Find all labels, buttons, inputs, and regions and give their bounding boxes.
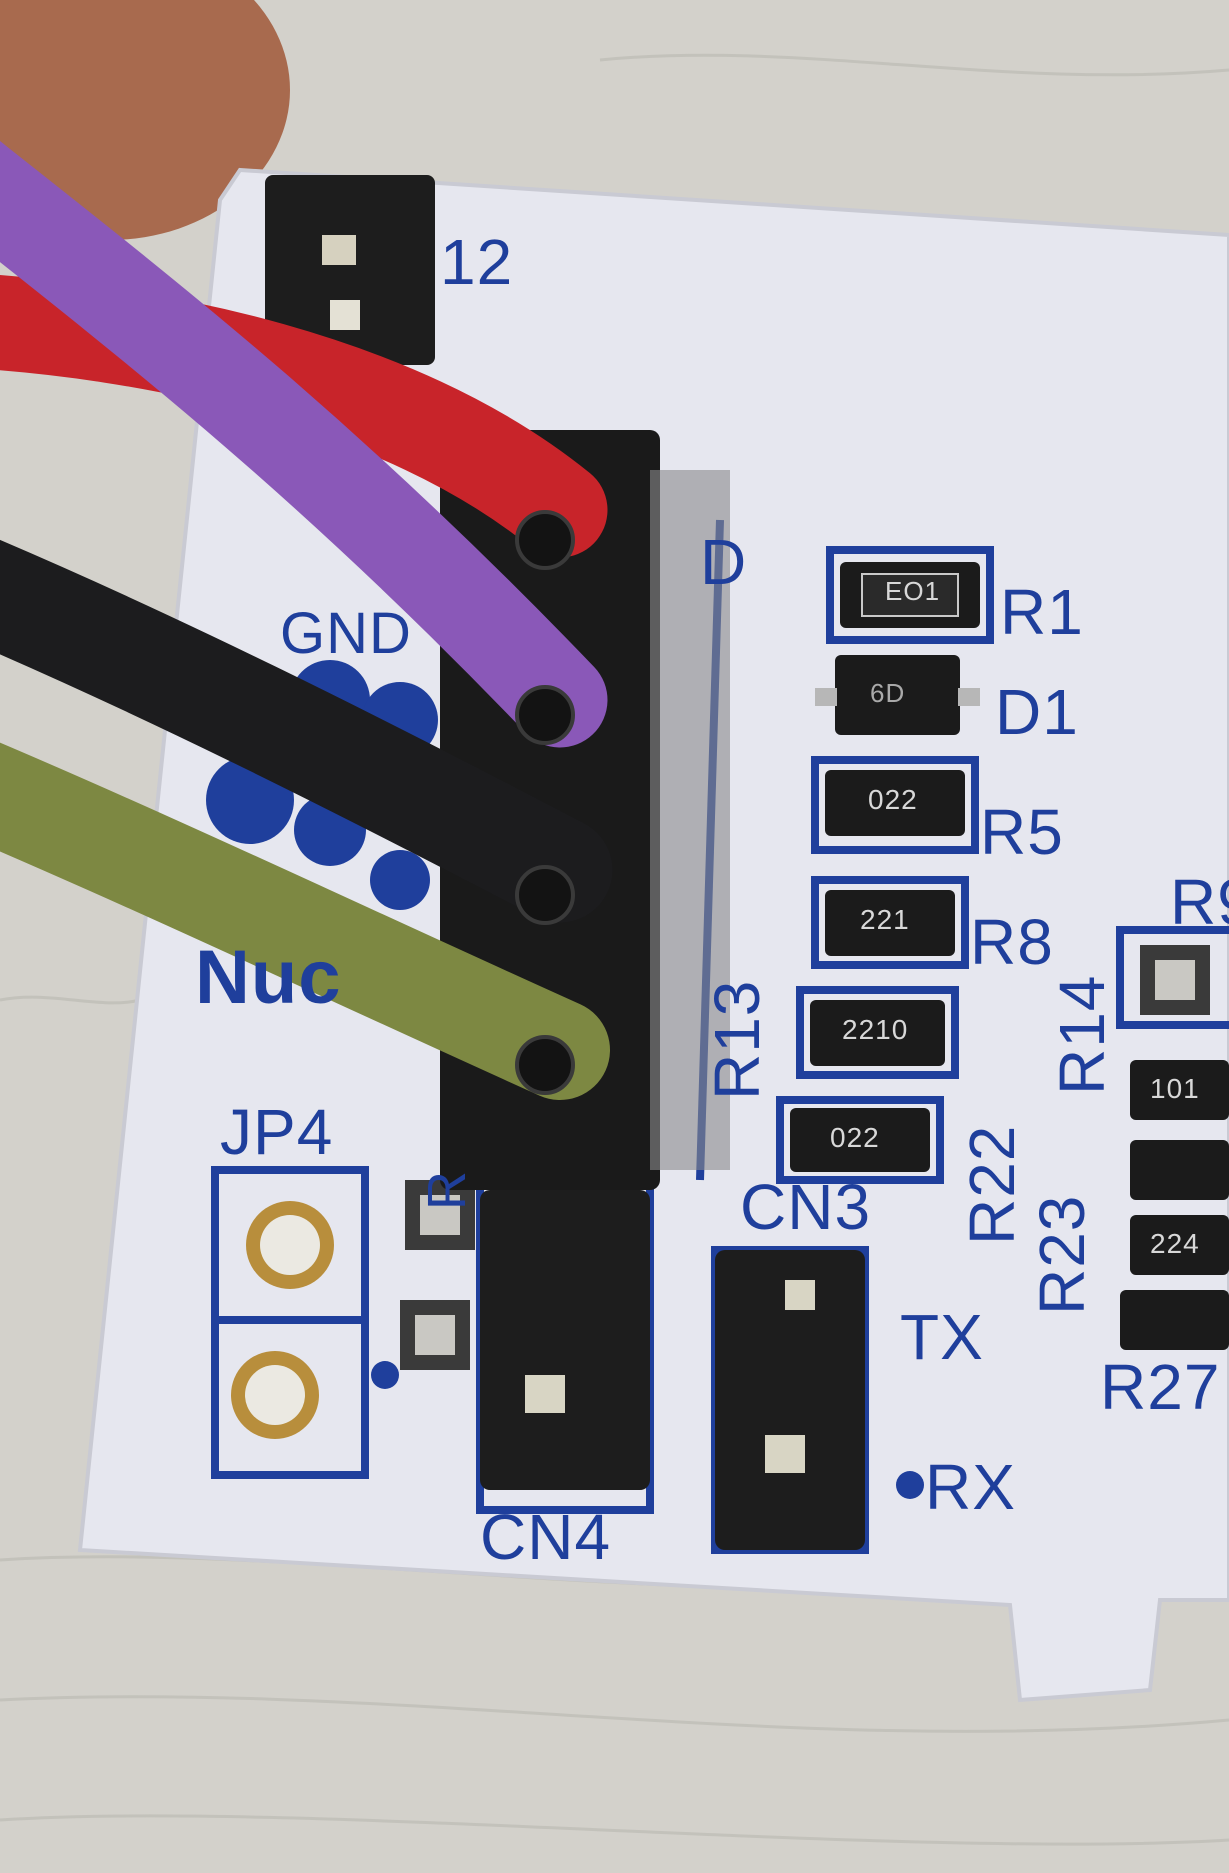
label-tx: TX [900,1301,984,1373]
label-r-fragment: R [417,1170,477,1210]
label-rx: RX [925,1451,1016,1523]
r5-marking: 022 [868,784,918,815]
r8-marking: 221 [860,904,910,935]
d1-marking: 6D [870,678,906,708]
jp4-holes [231,1201,334,1439]
finger [0,0,290,240]
r22-marking: 022 [830,1122,880,1153]
label-r13: R13 [701,979,773,1100]
jumper-top [265,175,435,365]
label-12: 12 [440,226,514,298]
r13-marking: 2210 [842,1014,909,1045]
wire-pin-sockets [515,510,575,1095]
wires [0,141,613,1100]
label-r9: R9 [1170,866,1229,938]
label-d1: D1 [995,676,1079,748]
wire-olive [0,742,610,1100]
r1-marking: EO1 [885,576,941,606]
cn4-connector [480,1190,650,1490]
r14-marking: 101 [1150,1073,1200,1104]
r23-marking: 224 [1150,1228,1200,1259]
label-cn4: CN4 [480,1501,612,1573]
wire-purple [0,141,608,748]
label-d: D [700,526,748,598]
label-nucleo: Nuc [195,935,342,1020]
small-pads [371,945,1210,1499]
label-gnd: GND [280,601,412,666]
label-r22: R22 [956,1124,1028,1245]
label-r1: R1 [1000,576,1084,648]
label-cn3: CN3 [740,1171,872,1243]
label-r27: R27 [1100,1351,1221,1423]
label-r8: R8 [970,906,1054,978]
label-r14: R14 [1046,974,1118,1095]
smd-components [790,562,1229,1350]
wire-black [0,539,613,923]
label-r23: R23 [1026,1194,1098,1315]
cn3-connector [715,1250,865,1550]
label-jp4: JP4 [220,1096,334,1168]
label-r5: R5 [980,796,1064,868]
